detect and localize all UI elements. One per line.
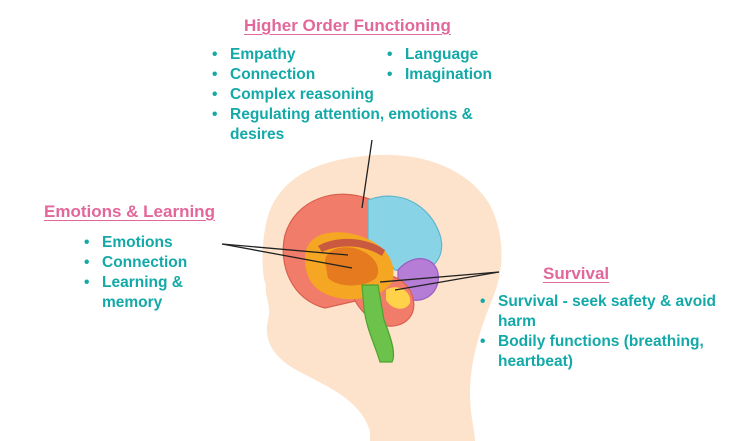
limbic-core bbox=[325, 247, 379, 286]
higher-order-list: Empathy Connection Complex reasoning Reg… bbox=[210, 45, 520, 145]
connector-lines bbox=[221, 139, 500, 291]
corpus-callosum bbox=[318, 238, 385, 256]
list-item: Survival - seek safety & avoid harm bbox=[478, 292, 718, 332]
survival-heading: Survival bbox=[543, 264, 610, 283]
line-survival-a bbox=[379, 271, 500, 283]
brainstem bbox=[361, 284, 395, 363]
list-item: Imagination bbox=[385, 65, 492, 85]
higher-order-heading: Higher Order Functioning bbox=[244, 16, 451, 35]
emotions-learning-list: Emotions Connection Learning & memory bbox=[82, 233, 232, 313]
higher-order-list-right: Language Imagination bbox=[385, 45, 492, 85]
brain-icon bbox=[282, 193, 443, 363]
emotions-learning-heading: Emotions & Learning bbox=[44, 202, 215, 221]
list-item: Connection bbox=[210, 65, 520, 85]
line-survival-b bbox=[394, 271, 500, 291]
line-higher-order bbox=[361, 139, 373, 209]
list-item: Empathy bbox=[210, 45, 520, 65]
list-item: Emotions bbox=[82, 233, 232, 253]
list-item: Bodily functions (breathing, heartbeat) bbox=[478, 332, 718, 372]
line-emotions-b bbox=[221, 243, 353, 269]
survival-list: Survival - seek safety & avoid harm Bodi… bbox=[478, 292, 718, 372]
list-item: Learning & memory bbox=[82, 273, 232, 313]
hippocampus bbox=[386, 287, 411, 309]
list-item: Regulating attention, emotions & desires bbox=[210, 105, 520, 145]
list-item: Connection bbox=[82, 253, 232, 273]
list-item: Language bbox=[385, 45, 492, 65]
line-emotions-a bbox=[221, 243, 349, 256]
list-item: Complex reasoning bbox=[210, 85, 520, 105]
